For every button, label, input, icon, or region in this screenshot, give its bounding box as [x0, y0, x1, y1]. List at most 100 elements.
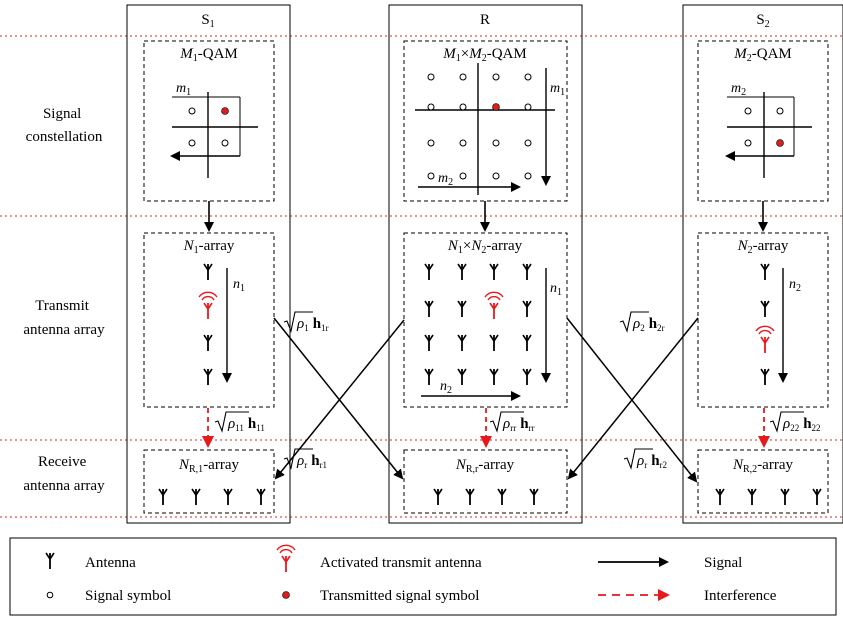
column-r-header: R [480, 12, 490, 28]
antenna-icon [780, 488, 790, 506]
row-label-signal: Signal constellation [26, 106, 103, 145]
s2-transmit-array: N2-array n2 [697, 232, 829, 408]
signal-symbol-icon [459, 73, 467, 81]
signal-symbol-icon [744, 139, 752, 147]
antenna-icon [457, 368, 467, 386]
r-constellation: M1×M2-QAM m1 m2 [403, 40, 568, 202]
r-receive-title: NR,r-array [455, 457, 515, 475]
r-receive-array: NR,r-array [403, 449, 568, 514]
signal-symbol-icon [524, 172, 532, 180]
s1-constellation-title: M1-QAM [179, 46, 238, 64]
antenna-icon [715, 488, 725, 506]
open-circle-icon [46, 591, 54, 599]
signal-arrow-r-to-s1 [274, 319, 405, 480]
s2-receive-box [697, 449, 829, 514]
signal-symbol-icon [427, 103, 435, 111]
s2-constellation-title: M2-QAM [733, 46, 792, 64]
r-transmit-label-h: n2 [440, 379, 452, 396]
transmitted-symbol-icon [492, 103, 500, 111]
signal-symbol-icon [492, 172, 500, 180]
antenna-icon [45, 552, 55, 570]
r-transmit-array: N1×N2-array n1 n2 [403, 232, 568, 408]
antenna-icon [424, 368, 434, 386]
signal-symbol-icon [524, 139, 532, 147]
r-constellation-label-v: m1 [550, 81, 565, 98]
signal-symbol-icon [492, 139, 500, 147]
legend-activated-label: Activated transmit antenna [320, 555, 482, 571]
s1-receive-array: NR,1-array [143, 449, 275, 514]
antenna-icon [489, 263, 499, 281]
antenna-icon [747, 488, 757, 506]
signal-symbol-icon [459, 103, 467, 111]
legend-antenna-label: Antenna [85, 555, 136, 571]
activated-antenna-icon [276, 544, 296, 573]
antenna-icon [529, 488, 539, 506]
antenna-icon [256, 488, 266, 506]
s1-constellation: M1-QAM m1 [143, 40, 275, 202]
s1-transmit-box [143, 232, 275, 408]
antenna-icon [465, 488, 475, 506]
signal-symbol-icon [776, 107, 784, 115]
activated-antenna-icon [755, 325, 775, 354]
s1-constellation-label: m1 [176, 81, 191, 98]
transmitted-symbol-icon [221, 107, 229, 115]
signal-symbol-icon [744, 107, 752, 115]
antenna-icon [760, 368, 770, 386]
signal-symbol-icon [188, 139, 196, 147]
antenna-icon [760, 263, 770, 281]
antenna-icon [522, 334, 532, 352]
legend-symbol-label: Signal symbol [85, 588, 171, 604]
antenna-icon [424, 334, 434, 352]
antenna-icon [424, 300, 434, 318]
antenna-icon [457, 334, 467, 352]
signal-symbol-icon [459, 139, 467, 147]
antenna-icon [457, 300, 467, 318]
antenna-icon [433, 488, 443, 506]
signal-symbol-icon [492, 73, 500, 81]
signal-symbol-icon [524, 73, 532, 81]
row-dividers [0, 35, 843, 518]
legend-transmitted-label: Transmitted signal symbol [320, 588, 479, 604]
legend-signal-label: Signal [704, 555, 742, 571]
signal-arrow-s1-to-r [273, 317, 404, 480]
s2-receive-title: NR,2-array [732, 457, 793, 475]
legend-interference-label: Interference [704, 588, 777, 604]
antenna-icon [158, 488, 168, 506]
s1-constellation-box [143, 40, 275, 202]
legend-box [9, 537, 837, 616]
signal-symbol-icon [427, 172, 435, 180]
antenna-icon [497, 488, 507, 506]
r-transmit-title: N1×N2-array [447, 238, 523, 256]
s2-transmit-title: N2-array [737, 238, 789, 256]
antenna-icon [760, 300, 770, 318]
antenna-icon [203, 334, 213, 352]
s1-transmit-title: N1-array [183, 238, 235, 256]
activated-antenna-icon [198, 291, 218, 320]
s2-constellation-box [697, 40, 829, 202]
transmitted-symbol-icon [776, 139, 784, 147]
antenna-icon [489, 334, 499, 352]
signal-symbol-icon [524, 103, 532, 111]
filled-circle-icon [282, 591, 290, 599]
r-receive-box [403, 449, 568, 514]
s1-transmit-array: N1-array n1 [143, 232, 275, 408]
antenna-icon [522, 368, 532, 386]
column-s1 [126, 4, 291, 524]
signal-symbol-icon [427, 73, 435, 81]
column-s1-header: S1 [201, 12, 214, 30]
column-s2 [682, 4, 843, 524]
s2-receive-array: NR,2-array [697, 449, 829, 514]
